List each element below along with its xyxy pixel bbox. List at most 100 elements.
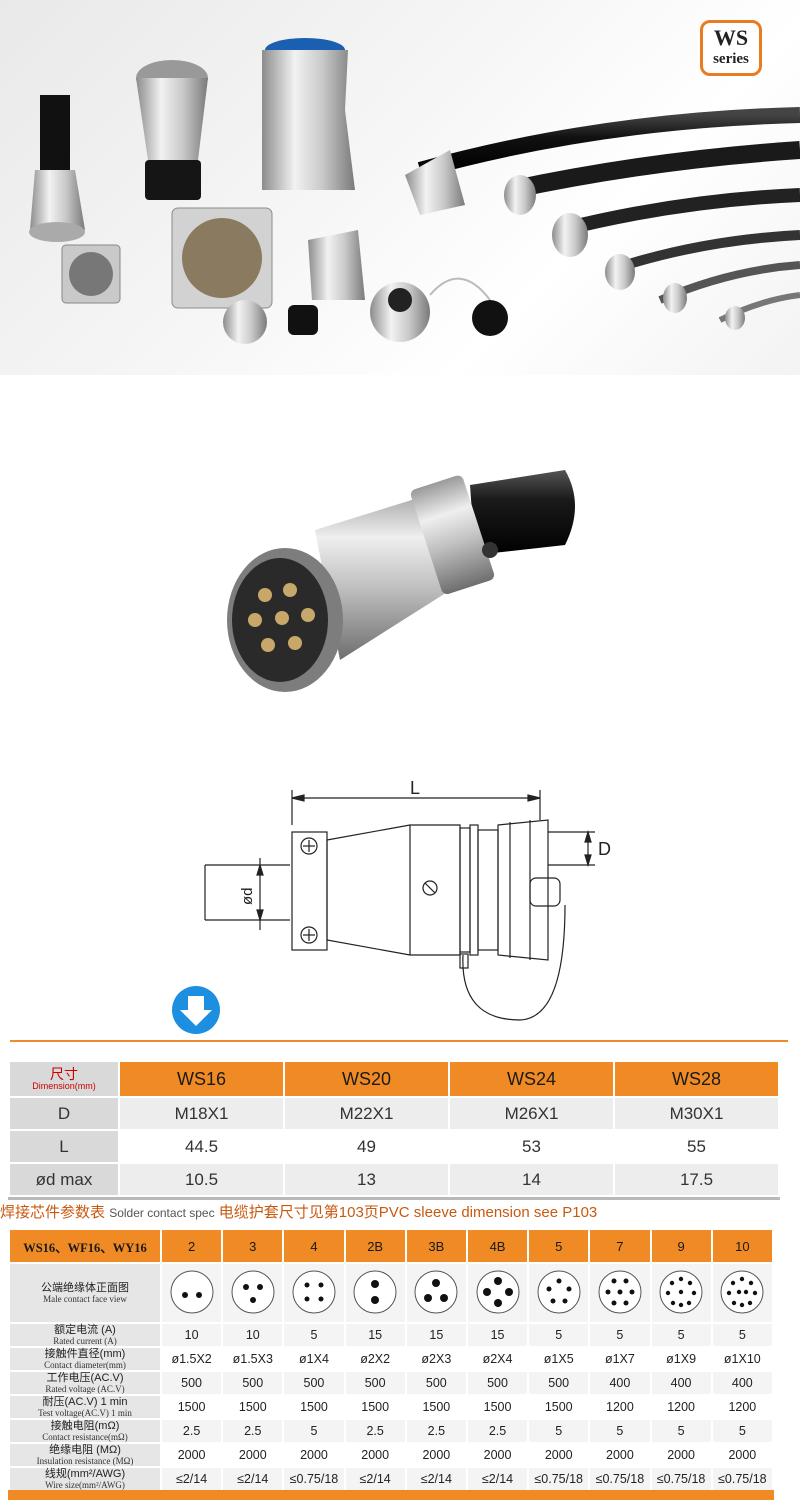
table-cell: 15: [467, 1324, 528, 1346]
dimension-header-en: Dimension(mm): [32, 1080, 96, 1091]
contact-face-icon: [292, 1270, 336, 1313]
row-label-zh: 绝缘电阻 (MΩ): [49, 1444, 121, 1456]
face-cell: [162, 1264, 222, 1322]
table-cell: 15: [406, 1324, 466, 1346]
table-cell: ≤0.75/18: [529, 1468, 589, 1490]
row-label: 线规(mm²/AWG)Wire size(mm²/AWG): [10, 1468, 160, 1490]
table-cell: 2000: [529, 1444, 589, 1466]
five-pin-plug: [136, 60, 208, 200]
table-cell: 2000: [406, 1444, 466, 1466]
table-cell: M26X1: [450, 1098, 613, 1129]
table-cell: 55: [615, 1131, 778, 1162]
contact-header: 2: [162, 1230, 222, 1262]
table-cell: 2000: [223, 1444, 283, 1466]
table-cell: 500: [467, 1372, 528, 1394]
table-cell: 500: [345, 1372, 405, 1394]
table-cell: ø1X4: [284, 1348, 344, 1370]
table-cell: 1500: [223, 1396, 283, 1418]
table-cell: 13: [285, 1164, 448, 1195]
table-cell: ø2X3: [406, 1348, 466, 1370]
table-cell: 10: [223, 1324, 283, 1346]
row-label-en: Wire size(mm²/AWG): [45, 1480, 125, 1490]
contact-header: 4: [284, 1230, 344, 1262]
table-cell: ø1X9: [651, 1348, 711, 1370]
cable-assemblies: [405, 107, 800, 330]
contact-face-icon: [476, 1270, 520, 1313]
face-cell: [406, 1264, 466, 1322]
table-cell: 500: [406, 1372, 466, 1394]
row-label: 工作电压(AC.V)Rated voltage (AC.V): [10, 1372, 160, 1394]
table-cell: 2000: [651, 1444, 711, 1466]
face-cell: [223, 1264, 283, 1322]
table-cell: M30X1: [615, 1098, 778, 1129]
row-label-en: Insulation resistance (MΩ): [36, 1456, 134, 1466]
table-cell: 53: [450, 1131, 613, 1162]
table-row: 绝缘电阻 (MΩ)Insulation resistance (MΩ) 2000…: [10, 1444, 772, 1466]
table-cell: ≤2/14: [223, 1468, 283, 1490]
contact-face-icon: [659, 1270, 703, 1313]
plug-with-boot: [29, 95, 85, 242]
row-label-zh: 工作电压(AC.V): [46, 1372, 124, 1384]
section-heading-strip: 焊接芯件参数表 Solder contact spec 电缆护套尺寸见第103页…: [0, 1203, 800, 1223]
table-row: L 44.5 49 53 55: [10, 1131, 778, 1162]
contact-header: 2B: [345, 1230, 405, 1262]
contact-header: 9: [651, 1230, 711, 1262]
dimension-header-zh: 尺寸: [50, 1065, 78, 1082]
square-receptacle-large: [171, 207, 273, 309]
row-label-en: Rated voltage (AC.V): [45, 1384, 125, 1394]
model-header: WS20: [285, 1062, 448, 1096]
row-label-zh: 耐压(AC.V) 1 min: [42, 1396, 128, 1408]
table-cell: ø2X2: [345, 1348, 405, 1370]
row-label: 绝缘电阻 (MΩ)Insulation resistance (MΩ): [10, 1444, 160, 1466]
table-cell: 2000: [712, 1444, 772, 1466]
dimension-drawing: L D ød: [204, 778, 611, 1021]
table-cell: 2000: [284, 1444, 344, 1466]
face-cell: [284, 1264, 344, 1322]
table-cell: ø1.5X3: [223, 1348, 283, 1370]
table-cell: 1500: [406, 1396, 466, 1418]
table-cell: ø2X4: [467, 1348, 528, 1370]
table-cell: 2.5: [406, 1420, 466, 1442]
bottom-bar: [8, 1490, 774, 1500]
contact-face-icon: [353, 1270, 397, 1313]
face-label-en: Male contact face view: [43, 1294, 127, 1304]
table-cell: 17.5: [615, 1164, 778, 1195]
table-cell: 44.5: [120, 1131, 283, 1162]
contact-face-icon: [414, 1270, 458, 1313]
face-cell: [529, 1264, 589, 1322]
contact-face-icon: [170, 1270, 214, 1313]
contact-face-icon: [720, 1270, 764, 1313]
face-cell: [651, 1264, 711, 1322]
table-cell: ≤0.75/18: [651, 1468, 711, 1490]
divider: [8, 1197, 780, 1200]
table-cell: ø1X7: [590, 1348, 650, 1370]
connector-product-photo: [227, 470, 575, 692]
table-cell: 5: [284, 1324, 344, 1346]
row-label-zh: 接触电阻(mΩ): [50, 1420, 120, 1432]
table-cell: 10: [162, 1324, 222, 1346]
table-cell: 5: [651, 1324, 711, 1346]
contact-header: 3B: [406, 1230, 466, 1262]
table-cell: 5: [284, 1420, 344, 1442]
table-cell: 2000: [162, 1444, 222, 1466]
label-d: ød: [239, 887, 256, 905]
table-cell: 2.5: [467, 1420, 528, 1442]
table-cell: ≤2/14: [406, 1468, 466, 1490]
row-label-zh: 线规(mm²/AWG): [44, 1468, 126, 1480]
table-cell: ≤2/14: [467, 1468, 528, 1490]
table-cell: 2000: [590, 1444, 650, 1466]
table-cell: ≤0.75/18: [590, 1468, 650, 1490]
row-label-en: Rated current (A): [53, 1336, 117, 1346]
table-cell: 1500: [345, 1396, 405, 1418]
face-cell: [467, 1264, 528, 1322]
divider: [10, 1040, 788, 1042]
face-label-zh: 公端绝缘体正面图: [41, 1282, 129, 1294]
table-cell: 5: [712, 1324, 772, 1346]
model-header: WS24: [450, 1062, 613, 1096]
table-cell: 1500: [284, 1396, 344, 1418]
contact-face-icon: [598, 1270, 642, 1313]
contact-header: 4B: [467, 1230, 528, 1262]
